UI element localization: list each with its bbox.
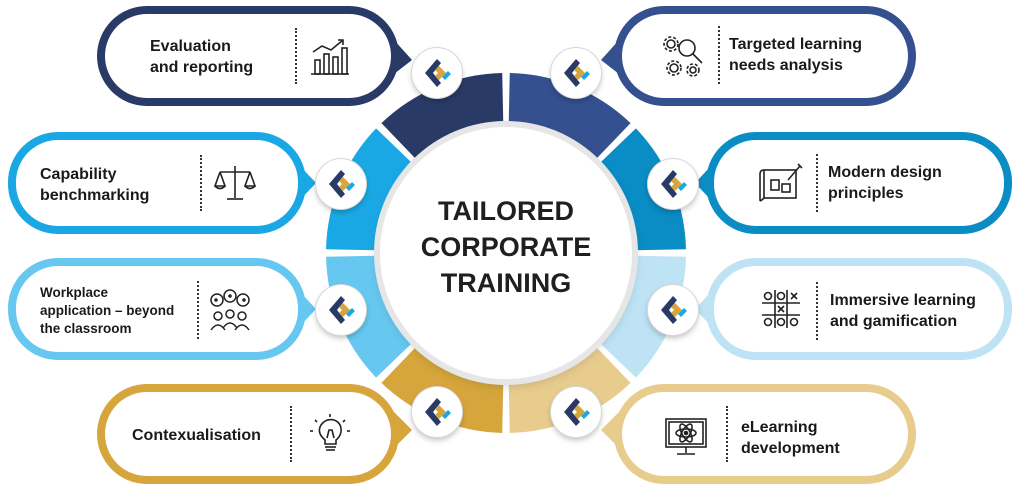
logo-mark-icon <box>425 398 451 426</box>
center-circle: TAILORED CORPORATE TRAINING <box>380 127 632 379</box>
pill-modern <box>706 132 1012 234</box>
divider <box>718 26 720 84</box>
pill-capability <box>8 132 306 234</box>
ring-segment-elearning <box>508 339 631 433</box>
tic-tac-toe-icon <box>762 290 800 328</box>
ring-segment-contex <box>381 339 504 433</box>
label-evaluation: Evaluation and reporting <box>150 38 254 76</box>
team-ideas-icon <box>210 289 250 331</box>
bar-chart-icon <box>311 39 349 75</box>
divider <box>290 406 292 462</box>
divider <box>726 406 728 462</box>
logo-badge <box>412 387 462 437</box>
gears-magnifier-icon <box>663 36 703 77</box>
pill-elearning <box>614 384 916 484</box>
logo-mark-icon <box>564 59 590 87</box>
logo-badge <box>551 387 601 437</box>
logo-mark-icon <box>329 296 355 324</box>
divider <box>816 282 818 340</box>
lightbulb-icon <box>310 414 350 451</box>
label-modern: Modern design principles <box>828 164 942 202</box>
label-immersive: Immersive learning and gamification <box>830 292 976 330</box>
label-contex: Contexualisation <box>132 427 261 444</box>
center-title: TAILORED CORPORATE TRAINING <box>420 196 592 298</box>
logo-badge <box>648 285 698 335</box>
logo-mark-icon <box>661 170 687 198</box>
logo-badge <box>412 48 462 98</box>
blueprint-icon <box>759 163 803 202</box>
ring-segment-targeted <box>508 73 631 167</box>
logo-badge <box>316 159 366 209</box>
logo-mark-icon <box>661 296 687 324</box>
label-capability: Capability benchmarking <box>40 166 150 204</box>
logo-mark-icon <box>425 59 451 87</box>
divider <box>816 154 818 212</box>
logo-badge <box>648 159 698 209</box>
divider <box>197 281 199 339</box>
ring-segment-evaluation <box>381 73 504 167</box>
logo-mark-icon <box>564 398 590 426</box>
scales-icon <box>213 166 257 200</box>
ring-segment-modern <box>592 128 686 251</box>
divider <box>200 155 202 211</box>
logo-mark-icon <box>329 170 355 198</box>
pill-immersive <box>706 258 1012 360</box>
label-workplace: Workplace application – beyond the class… <box>40 285 175 336</box>
label-targeted: Targeted learning needs analysis <box>729 36 863 74</box>
divider <box>295 28 297 84</box>
logo-badge <box>551 48 601 98</box>
ring-segment-capability <box>326 128 420 251</box>
logo-badge <box>316 285 366 335</box>
pill-targeted <box>614 6 916 106</box>
pill-evaluation <box>97 6 399 106</box>
monitor-atom-icon <box>665 418 707 455</box>
label-elearning: eLearning development <box>741 419 840 457</box>
